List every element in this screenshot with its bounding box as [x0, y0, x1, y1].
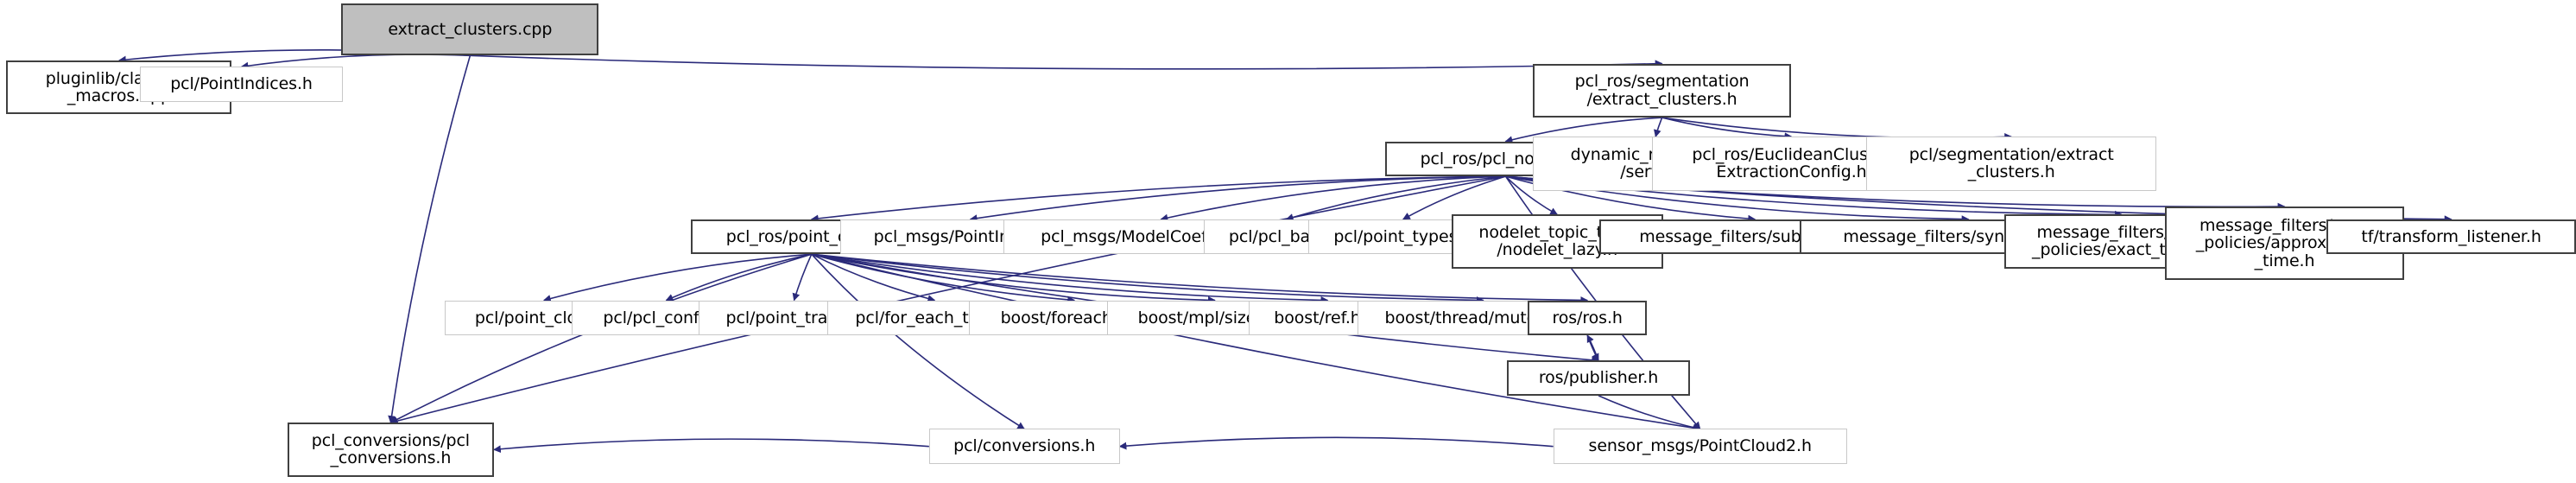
- graph-node-pc2[interactable]: sensor_msgs/PointCloud2.h: [1553, 429, 1847, 464]
- edge-point_cloud_ros-to-point_traits: [792, 253, 813, 302]
- edge-point_cloud_ros-to-pcl_conv_h: [811, 253, 1025, 430]
- edge-pcl_conv_h-to-pcl_conversions: [493, 438, 929, 454]
- edge-point_cloud_ros-to-pcl_config: [665, 253, 812, 302]
- edge-pcl_nodelet-to-msgs_mc: [1160, 175, 1506, 222]
- edge-point_cloud_ros-to-pcl_conversions: [389, 253, 813, 423]
- edge-point_cloud_ros-to-pc2: [811, 253, 1701, 432]
- graph-node-tf_listener[interactable]: tf/transform_listener.h: [2326, 219, 2576, 255]
- edge-seg_extract-to-dynrecon: [1653, 117, 1663, 137]
- edge-root-to-pointindices_pcl: [240, 54, 471, 70]
- edge-pcl_nodelet-to-msgs_pi: [969, 175, 1506, 222]
- edge-pcl_nodelet-to-pcl_base: [1285, 175, 1506, 221]
- edge-point_cloud_ros-to-ros_ros: [811, 253, 1589, 304]
- graph-node-pcl_conv_h[interactable]: pcl/conversions.h: [928, 429, 1120, 464]
- graph-node-pointindices_pcl[interactable]: pcl/PointIndices.h: [139, 67, 344, 102]
- graph-node-root[interactable]: extract_clusters.cpp: [341, 3, 599, 56]
- graph-node-mf_approx[interactable]: message_filters/sync _policies/approxima…: [2164, 207, 2405, 280]
- edge-point_cloud_ros-to-pcl_point_cloud: [543, 253, 812, 302]
- edge-ros_publisher-to-pc2: [1598, 395, 1701, 432]
- edge-point_cloud_ros-to-for_each_type: [811, 253, 936, 302]
- edge-root-to-seg_extract: [470, 54, 1663, 70]
- graph-node-seg_extract[interactable]: pcl_ros/segmentation /extract_clusters.h: [1532, 63, 1792, 118]
- edge-point_cloud_ros-to-boost_foreach: [811, 253, 1076, 304]
- edge-root-to-pcl_conversions: [388, 55, 472, 423]
- edge-pcl_nodelet-to-nodelet_lazy: [1504, 175, 1558, 215]
- edge-seg_extract-to-pcl_nodelet: [1504, 117, 1662, 144]
- edge-point_cloud_ros-to-boost_mutex: [811, 253, 1484, 304]
- graph-node-pcl_conversions[interactable]: pcl_conversions/pcl _conversions.h: [287, 423, 494, 477]
- graph-node-pcl_seg_extract[interactable]: pcl/segmentation/extract _clusters.h: [1865, 137, 2157, 191]
- graph-node-ros_ros[interactable]: ros/ros.h: [1528, 300, 1648, 335]
- edge-pcl_nodelet-to-point_cloud_ros: [810, 175, 1506, 223]
- graph-node-ros_publisher[interactable]: ros/publisher.h: [1507, 360, 1690, 396]
- edge-point_cloud_ros-to-boost_ref: [811, 253, 1329, 304]
- edge-ros_publisher-to-ros_ros: [1586, 334, 1599, 361]
- edge-pcl_nodelet-to-point_types: [1402, 175, 1506, 220]
- edge-pcl_nodelet-to-pcl_conversions: [389, 175, 1506, 425]
- edge-seg_extract-to-euclidean_cfg: [1661, 117, 1793, 141]
- edge-point_cloud_ros-to-boost_mpl_size: [811, 253, 1216, 304]
- edge-pc2-to-pcl_conv_h: [1118, 436, 1554, 450]
